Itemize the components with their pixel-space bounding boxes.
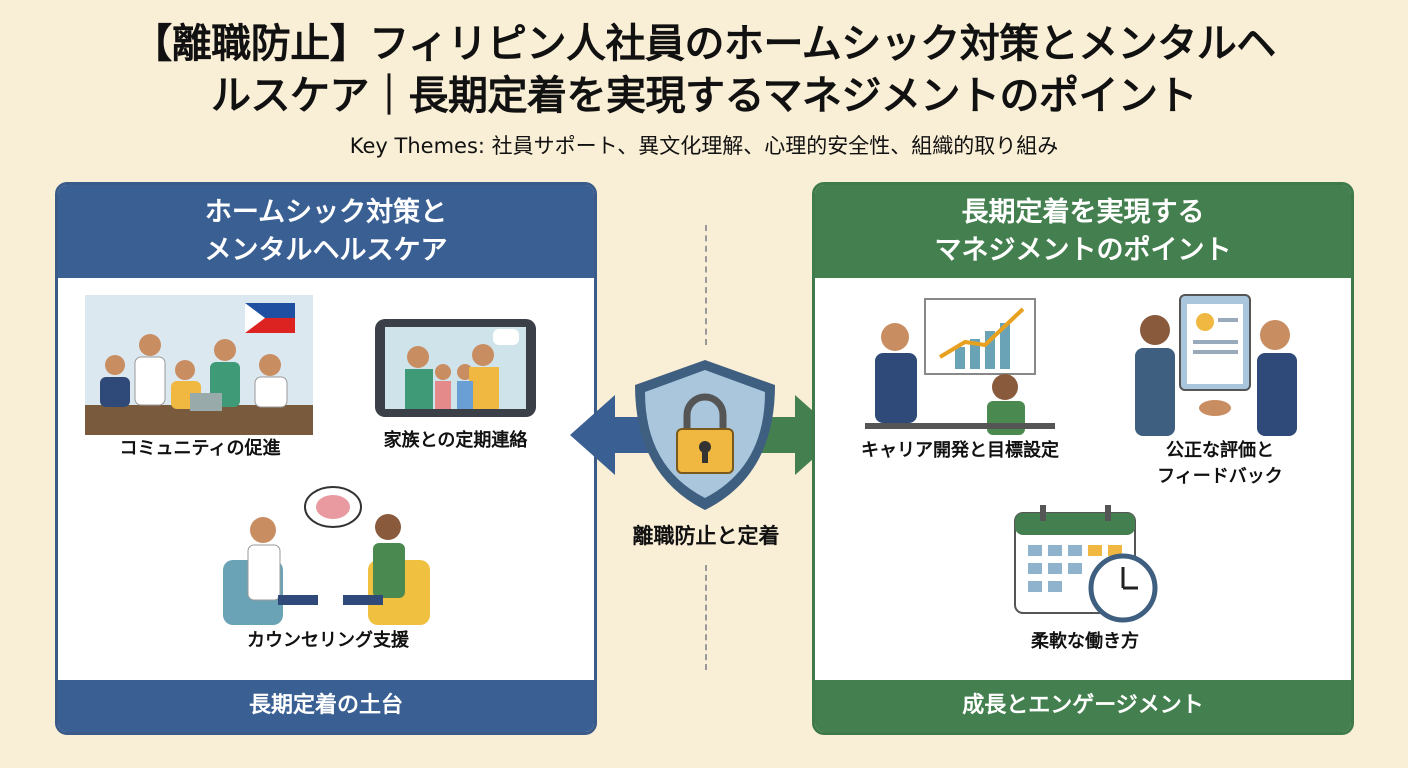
- right-panel-header: 長期定着を実現する マネジメントのポイント: [815, 185, 1351, 278]
- evaluation-label-line2: フィードバック: [1157, 466, 1283, 487]
- family-contact-item: 家族との定期連絡: [373, 317, 538, 455]
- right-panel-footer: 成長とエンゲージメント: [815, 680, 1351, 732]
- career-item: キャリア開発と目標設定: [840, 297, 1080, 465]
- community-item: コミュニティの促進: [85, 295, 315, 463]
- page-title-line1: 【離職防止】フィリピン人社員のホームシック対策とメンタルヘ: [132, 21, 1276, 67]
- right-header-line1: 長期定着を実現する: [961, 197, 1205, 228]
- evaluation-label-line1: 公正な評価と: [1166, 440, 1274, 461]
- evaluation-label: 公正な評価と フィードバック: [1125, 438, 1315, 490]
- counseling-label: カウンセリング支援: [247, 630, 409, 651]
- shield-lock-icon: [635, 360, 775, 510]
- flexible-work-item: 柔軟な働き方: [1005, 503, 1165, 656]
- left-panel-footer: 長期定着の土台: [58, 680, 594, 732]
- flexible-work-label: 柔軟な働き方: [1031, 631, 1139, 652]
- subtitle: Key Themes: 社員サポート、異文化理解、心理的安全性、組織的取り組み: [349, 134, 1059, 158]
- center-graphic: [570, 360, 840, 510]
- community-label: コミュニティの促進: [119, 438, 281, 459]
- career-label: キャリア開発と目標設定: [861, 440, 1059, 461]
- handshake-icon: [1135, 294, 1297, 436]
- counseling-icon: [223, 486, 430, 625]
- calendar-clock-icon: [1014, 505, 1158, 623]
- divider-bottom: [705, 565, 707, 670]
- left-header-line2: メンタルヘルスケア: [204, 235, 448, 266]
- center-label: 離職防止と定着: [632, 524, 780, 548]
- divider-top: [705, 225, 707, 345]
- video-call-icon: [375, 319, 536, 417]
- left-header-line1: ホームシック対策と: [204, 197, 448, 228]
- left-panel: ホームシック対策と メンタルヘルスケア コミュニティの促進 家族との定期連絡: [55, 182, 597, 735]
- right-header-line2: マネジメントのポイント: [934, 235, 1232, 266]
- right-panel: 長期定着を実現する マネジメントのポイント キャリア開発と目標設定 公正な評価と…: [812, 182, 1354, 735]
- community-icon: [85, 295, 313, 435]
- counseling-item: カウンセリング支援: [218, 485, 438, 655]
- evaluation-item: 公正な評価と フィードバック: [1125, 290, 1315, 490]
- page-title-line2: ルスケア｜長期定着を実現するマネジメントのポイント: [211, 73, 1197, 119]
- family-contact-label: 家族との定期連絡: [383, 430, 528, 451]
- left-panel-header: ホームシック対策と メンタルヘルスケア: [58, 185, 594, 278]
- arrow-left-icon: [570, 395, 660, 475]
- career-chart-icon: [865, 298, 1055, 435]
